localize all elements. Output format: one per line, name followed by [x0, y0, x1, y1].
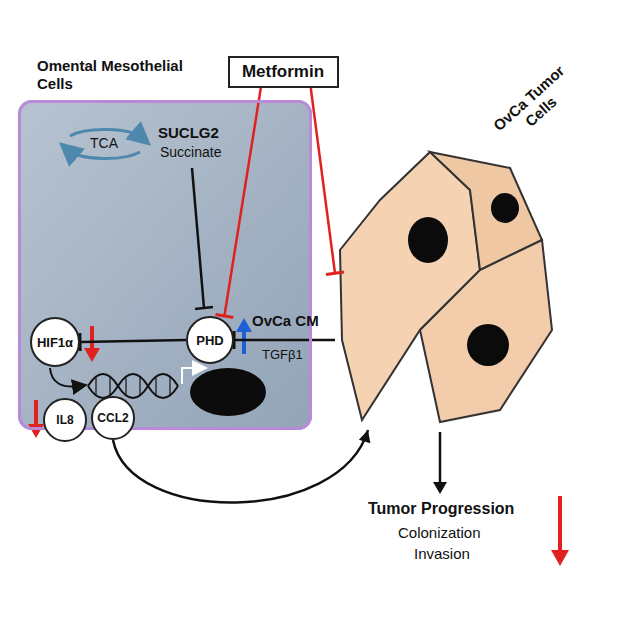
- arrow-connector: [113, 430, 370, 503]
- protein-circle: HIF1α: [30, 317, 80, 367]
- outcome-label: Tumor Progression: [368, 500, 514, 518]
- tumor-cells: [340, 152, 552, 422]
- metabolite-label: Succinate: [160, 144, 221, 160]
- inhibition-connector: [311, 88, 344, 274]
- enzyme-circle: PHD: [186, 316, 234, 364]
- tca-cycle: [68, 130, 142, 159]
- gene-label: SUCLG2: [158, 124, 219, 141]
- nucleus: [190, 368, 266, 416]
- tumor-cells-node: OvCa Tumor Cells: [335, 145, 555, 430]
- tumor-nuclei: [408, 193, 519, 366]
- inhibition-connector: [234, 331, 335, 349]
- dna-helix: [88, 374, 178, 398]
- node-text: CCL2: [97, 411, 128, 425]
- node-heading: OvCa Tumor Cells: [478, 51, 591, 158]
- succinate-inhibition: [192, 168, 213, 309]
- outcome-label: Colonization: [398, 524, 481, 541]
- cytokine-circle: CCL2: [91, 396, 135, 440]
- hif-transcription-arrow: [50, 368, 80, 387]
- progression-arrow: [433, 432, 447, 494]
- node-text: IL8: [56, 413, 73, 427]
- cell-body: [18, 100, 312, 430]
- node-text: PHD: [196, 333, 223, 348]
- node-text: Metformin: [242, 62, 324, 82]
- drug-box: Metformin: [228, 56, 339, 88]
- inhibition-connector: [216, 88, 261, 317]
- edge-label: OvCa CM: [252, 312, 319, 329]
- outcome-label: Invasion: [414, 545, 470, 562]
- transcription-arrow: [182, 368, 200, 384]
- factor-label: TGFβ1: [262, 347, 303, 362]
- cycle-label: TCA: [90, 135, 118, 151]
- node-heading: Omental Mesothelial Cells: [37, 57, 187, 93]
- inhibition-connector: [80, 333, 186, 351]
- trend-arrows: [28, 318, 569, 566]
- cytokine-circle: IL8: [43, 398, 87, 442]
- node-text: HIF1α: [37, 335, 73, 350]
